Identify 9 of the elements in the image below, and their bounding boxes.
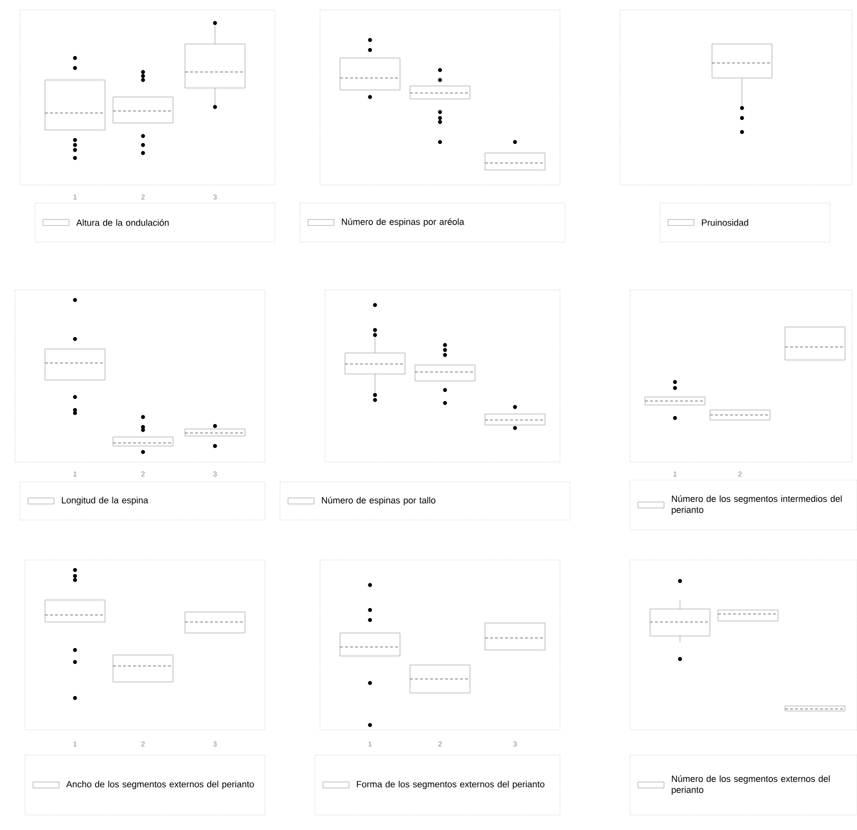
legend-text: Número de espinas por tallo bbox=[322, 496, 436, 506]
legend-text: Ancho de los segmentos externos del perianto bbox=[66, 780, 254, 790]
legend-text: Pruinosidad bbox=[702, 219, 748, 226]
legend-text: Número de los segmentos intermedios del perianto bbox=[672, 495, 842, 515]
legend-text: Altura de la ondulación bbox=[76, 219, 169, 226]
legend-text: Longitud de la espina bbox=[62, 496, 148, 506]
legend-text: Número de espinas por aréola bbox=[342, 218, 464, 227]
legend-text: Número de los segmentos externos del perianto bbox=[672, 775, 830, 795]
legend-text: Forma de los segmentos externos del perianto bbox=[356, 780, 544, 790]
